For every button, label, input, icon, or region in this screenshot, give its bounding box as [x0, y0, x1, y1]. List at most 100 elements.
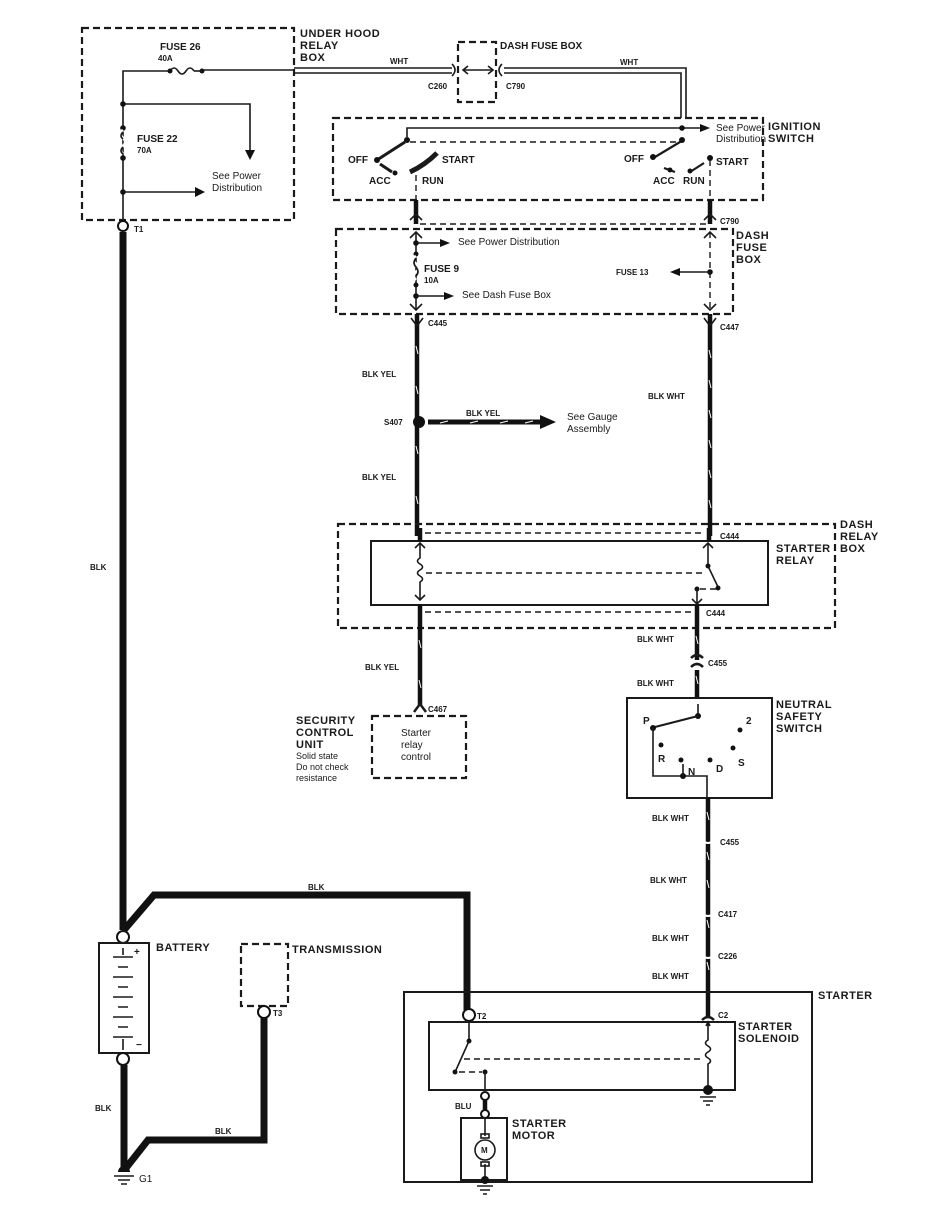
ign-right-off: OFF: [624, 154, 644, 165]
nss-pos-s: S: [738, 758, 745, 769]
fuse9-rating: 10A: [424, 276, 439, 285]
security-box-line-2: relay: [401, 740, 423, 751]
battery-negative-terminal: [116, 1052, 130, 1066]
ign-right-start: START: [716, 157, 749, 168]
wire-label-blk-wht-1: BLK WHT: [648, 392, 685, 401]
c260-label: C260: [428, 82, 448, 91]
starter-solenoid-outline: [428, 1021, 736, 1091]
dash-fuse-box: DASH FUSE BOX See Power Distribution FUS…: [334, 227, 769, 316]
under-hood-label-1: UNDER HOOD: [300, 28, 380, 40]
security-label-1: SECURITY: [296, 715, 356, 727]
wire-label-blk-wht-6: BLK WHT: [652, 934, 689, 943]
arrow-right-icon: [195, 187, 205, 197]
under-hood-label-3: BOX: [300, 52, 326, 64]
security-unit-outline: [370, 714, 468, 780]
wire-label-blk-main: BLK: [90, 563, 107, 572]
wire-label-blk-wht-5: BLK WHT: [650, 876, 687, 885]
ign-left-off: OFF: [348, 155, 368, 166]
fuse9-icon: [413, 257, 419, 277]
security-box-line-1: Starter: [401, 728, 432, 739]
blk-transmission-ground: [123, 1018, 268, 1171]
c790-top-label: C790: [506, 82, 526, 91]
see-power-dist-b: See Power Distribution: [458, 237, 560, 248]
wire-label-blk-wht-4: BLK WHT: [652, 814, 689, 823]
c444-bot-label: C444: [706, 609, 726, 618]
battery-plus: +: [134, 947, 140, 958]
ignition-switch-label-2: SWITCH: [768, 133, 814, 145]
blk-wht-wire-upper: BLK WHT: [648, 314, 717, 536]
under-hood-relay-box: UNDER HOOD RELAY BOX FUSE 26 40A FUSE 22…: [80, 26, 380, 222]
fuse22-icon: [120, 131, 124, 155]
g1-label: G1: [139, 1174, 153, 1185]
wire-label-blk-bat-gnd: BLK: [95, 1104, 112, 1113]
security-note-3: resistance: [296, 773, 337, 783]
wire-label-blu: BLU: [455, 1102, 472, 1111]
motor-label-2: MOTOR: [512, 1130, 555, 1142]
fuse22-rating: 70A: [137, 146, 152, 155]
security-note-1: Solid state: [296, 751, 338, 761]
battery: + − BATTERY: [98, 930, 210, 1066]
starter-relay-label-2: RELAY: [776, 555, 815, 567]
wire-label-blk-top: BLK: [308, 883, 325, 892]
ground-icon: [700, 1096, 716, 1106]
ground-icon: [477, 1185, 493, 1195]
fuse26-name: FUSE 26: [160, 42, 201, 53]
see-power-dist-a-2: Distribution: [212, 183, 262, 194]
nss-pos-2: 2: [746, 716, 752, 727]
wire-label-wht-right: WHT: [620, 58, 638, 67]
ground-g1: G1: [114, 1166, 153, 1185]
ign-see-power-dist-2: Distribution: [716, 134, 766, 145]
wht-wire: WHT C260 DASH FUSE BOX C790 WHT: [294, 40, 687, 118]
neutral-safety-switch: NEUTRAL SAFETY SWITCH P 2 R S N D: [626, 697, 832, 800]
motor-icon: [474, 1139, 496, 1161]
nss-pos-n: N: [688, 767, 695, 778]
gauge-label-2: Assembly: [567, 424, 610, 435]
starter-label: STARTER: [818, 990, 873, 1002]
connector-c260-icon: [451, 63, 456, 77]
wire-label-blk-yel-1: BLK YEL: [362, 370, 396, 379]
connector-c790-top-icon: [498, 63, 503, 77]
nss-label-1: NEUTRAL: [776, 699, 832, 711]
transmission-outline: [239, 942, 290, 1008]
dash-fuse-box-top-label: DASH FUSE BOX: [500, 41, 583, 52]
nss-pos-d: D: [716, 764, 723, 775]
ign-see-power-dist-1: See Power: [716, 123, 766, 134]
arrow-left-icon: [670, 268, 680, 276]
nss-lever-icon: [654, 715, 699, 728]
battery-minus: −: [136, 1040, 142, 1051]
security-note-2: Do not check: [296, 762, 349, 772]
dash-fuse-box-top-outline: [456, 40, 498, 104]
ignition-switch-left-lever: [376, 140, 406, 162]
fuse26-rating: 40A: [158, 54, 173, 63]
blk-wht-wire-lower: BLK WHT C455 BLK WHT C417 BLK WHT C226 B…: [650, 798, 740, 1000]
relay-switch-icon: [707, 565, 719, 588]
fuse22-name: FUSE 22: [137, 134, 178, 145]
c455-a-label: C455: [708, 659, 728, 668]
nss-label-2: SAFETY: [776, 711, 823, 723]
dash-relay-box-outline: [336, 522, 837, 630]
c467-label: C467: [428, 705, 448, 714]
gauge-label-1: See Gauge: [567, 412, 618, 423]
wire-label-wht-left: WHT: [390, 57, 408, 66]
battery-positive-terminal: [116, 930, 130, 944]
nss-pos-r: R: [658, 754, 666, 765]
see-dash-fuse-box: See Dash Fuse Box: [462, 290, 551, 301]
dash-fuse-box-label-1: DASH: [736, 230, 769, 242]
dash-fuse-box-label-3: BOX: [736, 254, 762, 266]
security-label-3: UNIT: [296, 739, 324, 751]
c447-label: C447: [720, 323, 740, 332]
starter: STARTER T2 C2 STARTER SOLENOID BLU START…: [403, 990, 873, 1195]
battery-label: BATTERY: [156, 942, 210, 954]
c444-top-label: C444: [720, 532, 740, 541]
blk-yel-wire: BLK YEL S407 BLK YEL See Gauge Assembly …: [362, 314, 618, 536]
arrow-right-icon: [540, 415, 556, 429]
starter-outline: [403, 991, 813, 1183]
transmission: TRANSMISSION T3: [239, 942, 382, 1019]
ign-right-acc: ACC: [653, 176, 675, 187]
motor-symbol: M: [481, 1146, 488, 1155]
dash-fuse-box-label-2: FUSE: [736, 242, 767, 254]
c445-label: C445: [428, 319, 448, 328]
arrow-right-icon: [440, 239, 450, 247]
t3-terminal: [257, 1005, 271, 1019]
